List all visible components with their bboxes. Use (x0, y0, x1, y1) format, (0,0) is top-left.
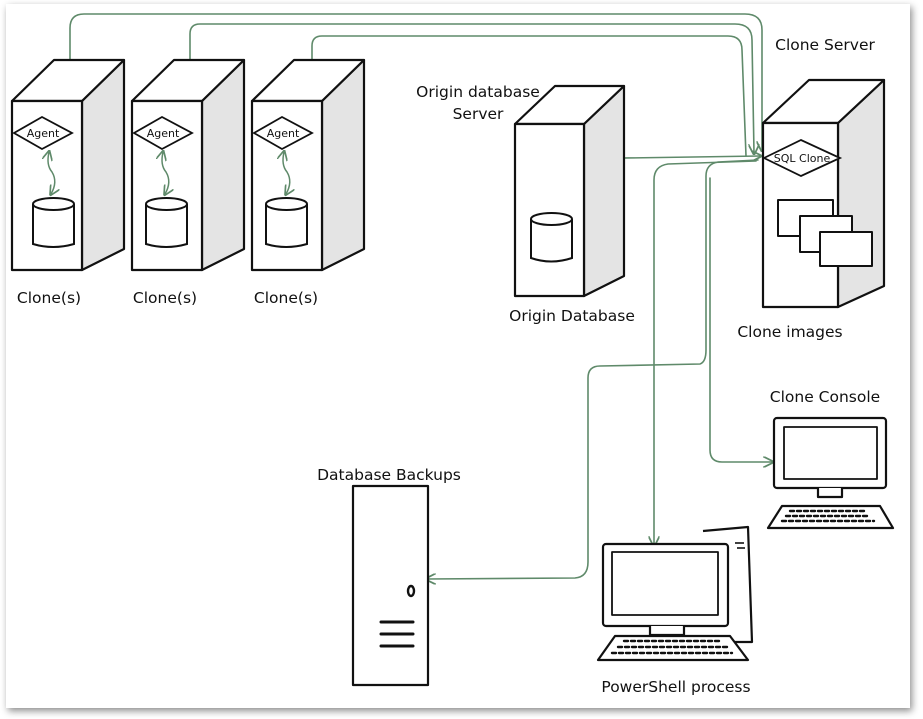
connector-agent-1 (70, 13, 762, 150)
agent-label: Agent (147, 127, 180, 140)
agent-1: Agent (12, 115, 74, 151)
powershell-keys (610, 639, 734, 655)
agent-label: Agent (27, 127, 60, 140)
label-clone-console: Clone Console (770, 388, 880, 406)
clone-db-3 (265, 197, 308, 248)
clone-images-stack (777, 199, 873, 267)
connector-backups (427, 159, 759, 579)
origin-db-icon (530, 212, 573, 263)
agent-label: Agent (267, 127, 300, 140)
database-backups-tower (351, 484, 430, 687)
label-database-backups: Database Backups (317, 466, 461, 484)
connector-powershell (654, 160, 757, 545)
label-origin-server-2: Server (453, 105, 504, 123)
label-origin-database: Origin Database (509, 307, 635, 325)
clone-console-computer (766, 416, 895, 530)
connectors (70, 13, 801, 579)
clone-db-1 (32, 197, 75, 248)
sql-clone-label: SQL Clone (774, 152, 831, 165)
clone-server (761, 78, 886, 309)
agent-2: Agent (132, 115, 194, 151)
labels: Clone(s) Clone(s) Clone(s) Origin databa… (17, 36, 880, 696)
label-clone-2: Clone(s) (133, 289, 197, 307)
label-clone-1: Clone(s) (17, 289, 81, 307)
agent-3: Agent (252, 115, 314, 151)
clone-db-2 (145, 197, 188, 248)
connector-console (709, 177, 772, 462)
origin-database-server (513, 84, 626, 298)
connector-agent-2 (190, 23, 754, 153)
connector-agent-3 (312, 35, 747, 157)
label-origin-server-1: Origin database (416, 83, 540, 101)
label-powershell-process: PowerShell process (601, 678, 750, 696)
label-clone-3: Clone(s) (254, 289, 318, 307)
label-clone-images: Clone images (737, 323, 842, 341)
sql-clone-node: SQL Clone (761, 139, 843, 177)
backups-drive-slots (379, 620, 415, 648)
label-clone-server: Clone Server (775, 36, 875, 54)
agent-db-links (48, 152, 290, 194)
clone-console-keys (780, 509, 876, 523)
